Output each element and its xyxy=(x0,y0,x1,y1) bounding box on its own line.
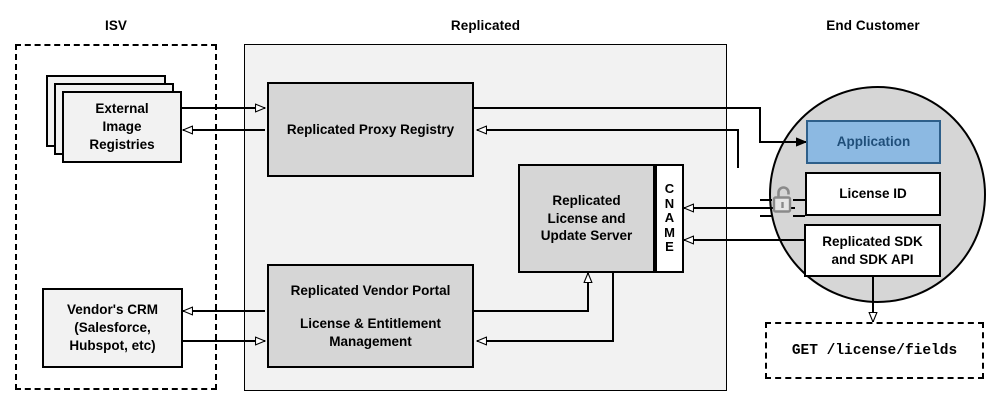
cname-letter-a: A xyxy=(664,210,675,226)
replicated-proxy-registry[interactable]: Replicated Proxy Registry xyxy=(267,82,474,177)
cname-badge: C N A M E xyxy=(655,164,684,273)
license-id-node[interactable]: License ID xyxy=(805,172,941,216)
cname-letter-m: M xyxy=(664,224,675,240)
cname-letter-c: C xyxy=(664,181,675,197)
cname-letter-e: E xyxy=(665,239,674,255)
external-image-registries-label-3: Registries xyxy=(89,136,155,152)
application-label: Application xyxy=(836,134,911,150)
vendors-crm-label-1: Vendor's CRM xyxy=(67,302,158,318)
isv-boundary xyxy=(15,44,217,390)
license-id-label: License ID xyxy=(839,186,907,202)
vendors-crm-label-2: (Salesforce, xyxy=(74,320,151,336)
zone-title-end-customer: End Customer xyxy=(826,18,920,33)
license-server-label-2: License and xyxy=(547,210,626,226)
replicated-sdk-label-1: Replicated SDK xyxy=(822,233,923,249)
external-image-registries-label-2: Image xyxy=(102,119,142,135)
cname-letter-n: N xyxy=(664,195,675,211)
replicated-vendor-portal[interactable]: Replicated Vendor Portal License & Entit… xyxy=(267,264,474,368)
vendor-portal-subtitle-line-1: License & Entitlement xyxy=(299,316,442,332)
external-image-registries-label-1: External xyxy=(95,101,149,117)
license-server-label-3: Update Server xyxy=(540,228,633,244)
replicated-license-and-update-server[interactable]: Replicated License and Update Server xyxy=(518,164,655,273)
replicated-sdk-node[interactable]: Replicated SDK and SDK API xyxy=(804,224,941,277)
vendors-crm[interactable]: Vendor's CRM (Salesforce, Hubspot, etc) xyxy=(42,288,183,368)
unlocked-padlock-icon xyxy=(772,186,792,213)
application-node[interactable]: Application xyxy=(806,120,941,164)
zone-title-isv: ISV xyxy=(104,18,128,33)
vendor-portal-subtitle-line-2: Management xyxy=(329,333,412,349)
vendor-portal-subtitle: License & Entitlement Management xyxy=(300,315,441,350)
external-image-registries[interactable]: External Image Registries xyxy=(62,91,182,163)
api-request-text: GET /license/fields xyxy=(791,342,958,359)
replicated-sdk-label-2: and SDK API xyxy=(831,251,914,267)
api-request-box: GET /license/fields xyxy=(765,322,984,379)
vendors-crm-label-3: Hubspot, etc) xyxy=(69,337,156,353)
vendor-portal-title: Replicated Vendor Portal xyxy=(290,282,451,298)
license-server-label-1: Replicated xyxy=(552,192,621,208)
replicated-proxy-registry-label: Replicated Proxy Registry xyxy=(286,121,455,137)
zone-title-replicated: Replicated xyxy=(450,18,521,33)
